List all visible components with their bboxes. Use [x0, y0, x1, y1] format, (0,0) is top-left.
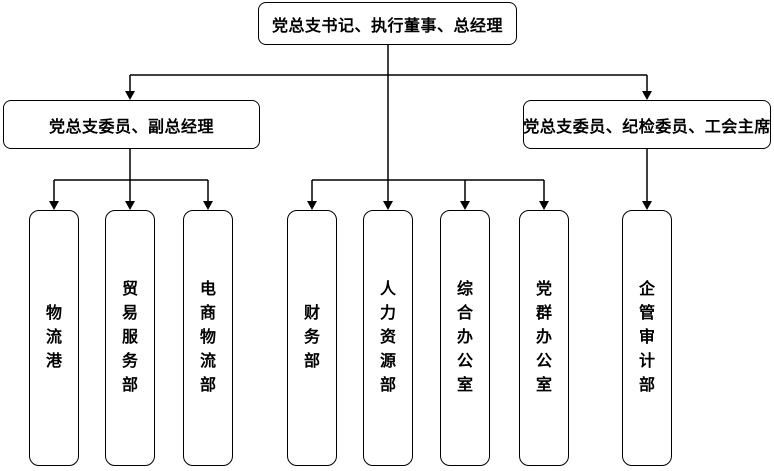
org-node-dept-trade-service-label: 贸易服务部 — [121, 281, 138, 394]
org-node-dept-general-office: 综合办公室 — [440, 210, 490, 466]
org-node-root-label: 党总支书记、执行董事、总经理 — [271, 17, 503, 35]
org-node-dept-general-office-label: 综合办公室 — [456, 281, 473, 394]
org-node-dept-party-mass-office-label: 党群办公室 — [535, 281, 552, 394]
org-node-dept-audit: 企管审计部 — [622, 210, 672, 466]
org-node-branch-deputy-gm-label: 党总支委员、副总经理 — [48, 118, 214, 136]
org-node-dept-logistics-port: 物流港 — [29, 210, 79, 466]
org-node-branch-union-chair: 党总支委员、纪检委员、工会主席 — [523, 100, 771, 149]
org-node-branch-union-chair-label: 党总支委员、纪检委员、工会主席 — [523, 118, 771, 136]
arrowheads — [49, 91, 652, 210]
org-node-dept-finance-label: 财务部 — [303, 305, 320, 370]
org-node-dept-human-resources-label: 人力资源部 — [379, 281, 396, 394]
org-node-root: 党总支书记、执行董事、总经理 — [258, 2, 517, 45]
org-node-dept-party-mass-office: 党群办公室 — [519, 210, 569, 466]
org-node-dept-ecommerce-logistics-label: 电商物流部 — [199, 281, 216, 394]
org-node-dept-ecommerce-logistics: 电商物流部 — [183, 210, 233, 466]
org-node-dept-human-resources: 人力资源部 — [363, 210, 413, 466]
org-node-branch-deputy-gm: 党总支委员、副总经理 — [3, 100, 260, 149]
org-node-dept-finance: 财务部 — [287, 210, 337, 466]
org-node-dept-audit-label: 企管审计部 — [638, 281, 655, 394]
org-node-dept-logistics-port-label: 物流港 — [45, 305, 62, 370]
org-node-dept-trade-service: 贸易服务部 — [105, 210, 155, 466]
